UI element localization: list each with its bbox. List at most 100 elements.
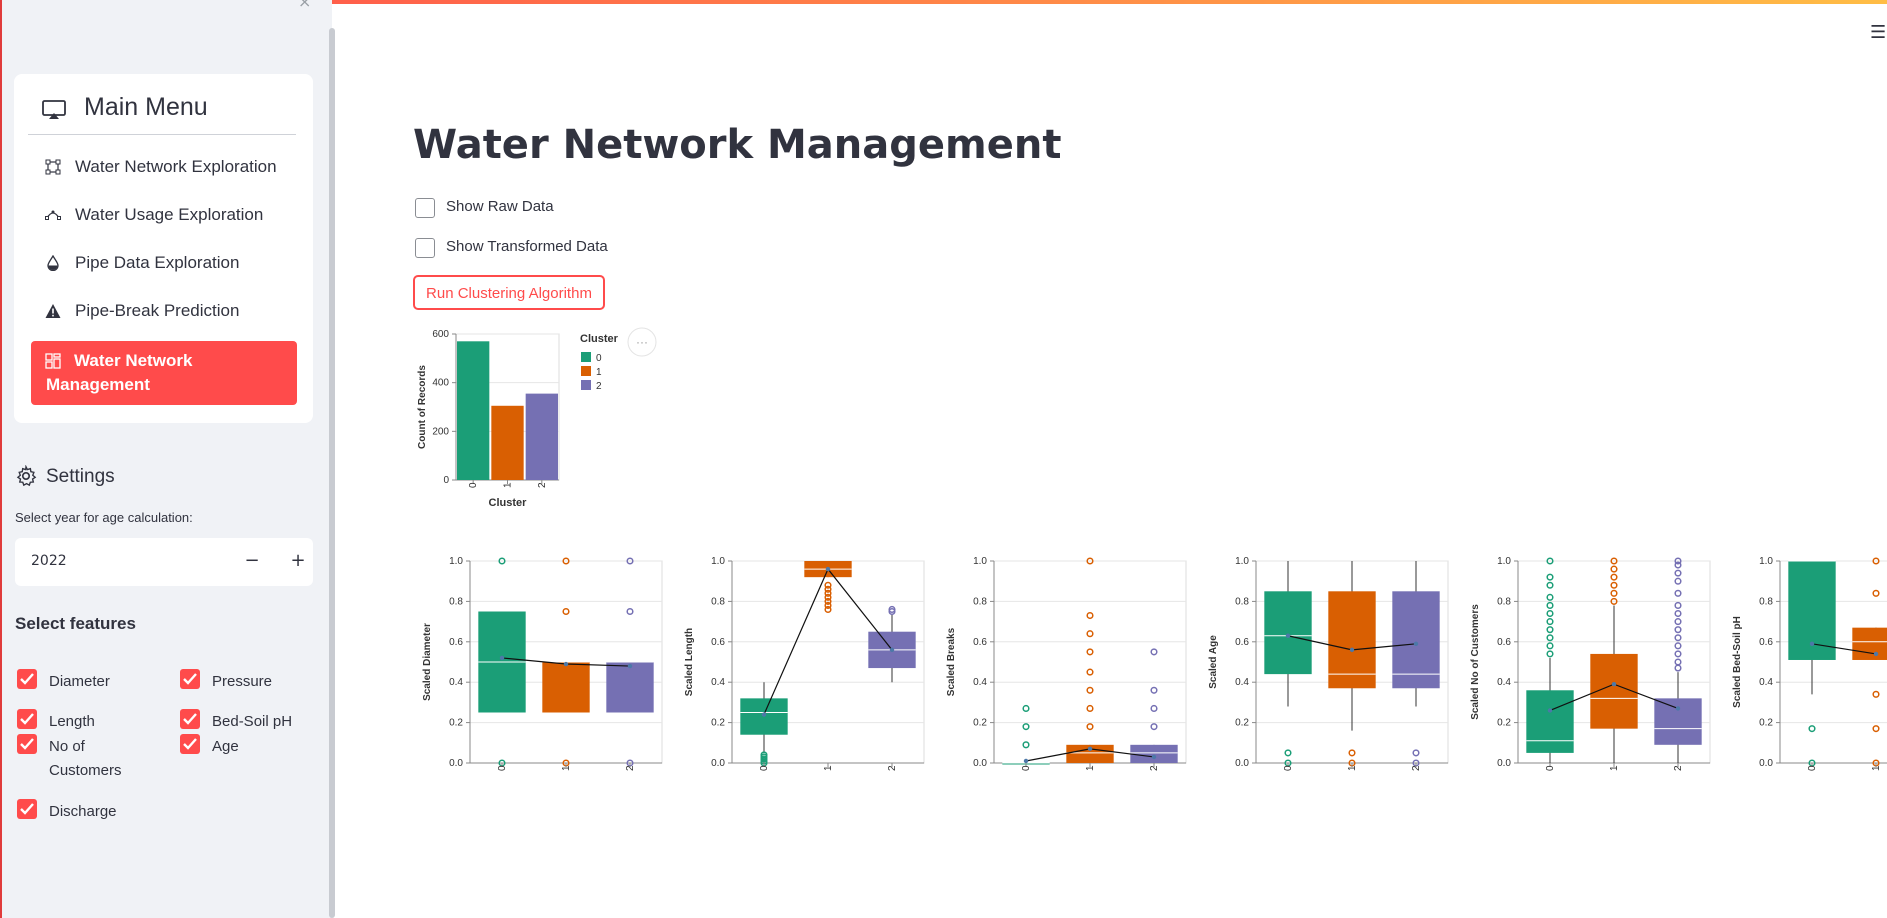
mean-line — [1811, 643, 1877, 655]
box-outlier — [1086, 668, 1094, 676]
box-chart-ytick-label: 1.0 — [1759, 556, 1773, 567]
box-chart-ytick-label: 0.8 — [711, 596, 725, 607]
checkbox-checked-icon[interactable] — [17, 669, 37, 689]
box-cluster-0 — [1788, 561, 1836, 660]
hamburger-menu-icon[interactable]: ☰ — [1870, 22, 1887, 43]
legend-swatch-2 — [581, 380, 591, 390]
sidebar-item-water-usage-exploration[interactable]: Water Usage Exploration — [31, 197, 297, 233]
box-chart-xtick-label: 0 — [759, 765, 770, 771]
box-outlier — [1872, 589, 1880, 597]
feature-label: Age — [212, 738, 239, 755]
box-outlier — [760, 759, 768, 767]
bar-chart-ytick-label: 200 — [432, 426, 449, 437]
box-outlier — [1610, 581, 1618, 589]
box-chart-ytick-label: 0.6 — [1497, 637, 1511, 648]
checkbox-checked-icon[interactable] — [17, 734, 37, 754]
box-outlier — [1610, 589, 1618, 597]
box-outlier — [1674, 589, 1682, 597]
grid-icon — [45, 353, 61, 369]
box-chart-xtick-label: 0 — [497, 765, 508, 771]
box-cluster-2 — [1654, 698, 1702, 745]
mean-point — [1151, 754, 1157, 760]
chart-actions-button — [627, 327, 657, 357]
checkbox-checked-icon[interactable] — [180, 734, 200, 754]
sidebar-item-label: Water Network Management — [46, 351, 193, 394]
box-cluster-0 — [740, 698, 788, 735]
box-chart-frame — [731, 560, 925, 764]
mean-point — [1873, 651, 1879, 657]
box-outlier — [1674, 557, 1682, 565]
checkbox-unchecked-icon[interactable] — [415, 198, 435, 218]
box-outlier — [1284, 759, 1292, 767]
box-outlier — [1808, 725, 1816, 733]
increment-button[interactable]: + — [290, 550, 306, 571]
mean-point — [499, 655, 505, 661]
box-outlier — [1546, 581, 1554, 589]
box-outlier — [1674, 642, 1682, 650]
box-chart-ytick-label: 0.0 — [1497, 758, 1511, 769]
year-value[interactable]: 2022 — [31, 553, 67, 569]
run-clustering-button[interactable]: Run Clustering Algorithm — [413, 275, 605, 310]
sidebar-item-pipe-data-exploration[interactable]: Pipe Data Exploration — [31, 245, 297, 281]
box-chart-xtick-label: 2 — [1673, 765, 1684, 771]
box-outlier — [824, 601, 832, 609]
close-sidebar-icon[interactable]: × — [298, 0, 312, 11]
sidebar-item-water-network-management[interactable]: Water Network Management — [31, 341, 297, 405]
box-chart-ytick-label: 1.0 — [711, 556, 725, 567]
box-outlier — [1674, 664, 1682, 672]
box-outlier — [626, 759, 634, 767]
sidebar-scrollbar[interactable] — [329, 28, 335, 918]
checkbox-checked-icon[interactable] — [17, 709, 37, 729]
box-chart-xtick-label: 1 — [823, 765, 834, 771]
box-chart-ytick-label: 0.2 — [1497, 718, 1511, 729]
mean-point — [1023, 758, 1029, 764]
box-chart-xtick-label: 0 — [1283, 765, 1294, 771]
box-chart-ytick-label: 0.2 — [1759, 718, 1773, 729]
box-cluster-1 — [1066, 744, 1114, 763]
bar-chart-xtick-label: 2 — [537, 482, 548, 488]
box-chart-frame — [993, 560, 1187, 764]
legend-label-1: 1 — [596, 367, 602, 378]
checkbox-unchecked-icon[interactable] — [415, 238, 435, 258]
box-outlier — [1086, 557, 1094, 565]
mean-point — [825, 566, 831, 572]
box-chart-ylabel: Scaled Length — [684, 628, 695, 696]
legend-swatch-1 — [581, 366, 591, 376]
box-chart-ylabel: Scaled Diameter — [422, 623, 433, 701]
box-outlier — [1284, 749, 1292, 757]
box-outlier — [562, 607, 570, 616]
box-chart-ytick-label: 0.4 — [973, 677, 987, 688]
box-chart-xtick-label: 0 — [1807, 765, 1818, 771]
box-outlier — [498, 759, 506, 767]
box-outlier — [1086, 611, 1094, 620]
checkbox-checked-icon[interactable] — [17, 799, 37, 819]
page-title: Water Network Management — [413, 122, 1062, 168]
mean-line — [1549, 683, 1679, 712]
sidebar-item-label: Pipe Data Exploration — [75, 253, 240, 272]
legend-label-0: 0 — [596, 353, 602, 364]
checkbox-checked-icon[interactable] — [180, 709, 200, 729]
checkbox-checked-icon[interactable] — [180, 669, 200, 689]
box-outlier — [1674, 634, 1682, 642]
box-chart-ytick-label: 0.4 — [1497, 677, 1511, 688]
mean-point — [889, 647, 895, 653]
box-outlier — [1022, 723, 1030, 731]
box-chart-xtick-label: 0 — [1545, 765, 1556, 771]
box-chart-ytick-label: 0.2 — [973, 718, 987, 729]
bar-chart-xlabel: Cluster — [489, 497, 528, 509]
mean-point — [1087, 746, 1093, 752]
box-outlier — [760, 751, 768, 759]
box-outlier — [824, 605, 832, 614]
sidebar-item-label: Water Usage Exploration — [75, 205, 264, 224]
sidebar-item-water-network-exploration[interactable]: Water Network Exploration — [31, 149, 297, 185]
decrement-button[interactable]: − — [244, 550, 260, 571]
box-chart-ytick-label: 0.4 — [1759, 677, 1773, 688]
sidebar-item-pipe-break-prediction[interactable]: Pipe-Break Prediction — [31, 293, 297, 329]
feature-label: Bed-Soil pH — [212, 713, 293, 730]
box-outlier — [1674, 609, 1682, 618]
box-chart-xtick-label: 2 — [1411, 765, 1422, 771]
box-outlier — [1086, 723, 1094, 731]
year-stepper[interactable]: 2022 − + — [15, 538, 313, 586]
mean-point — [1809, 641, 1815, 647]
